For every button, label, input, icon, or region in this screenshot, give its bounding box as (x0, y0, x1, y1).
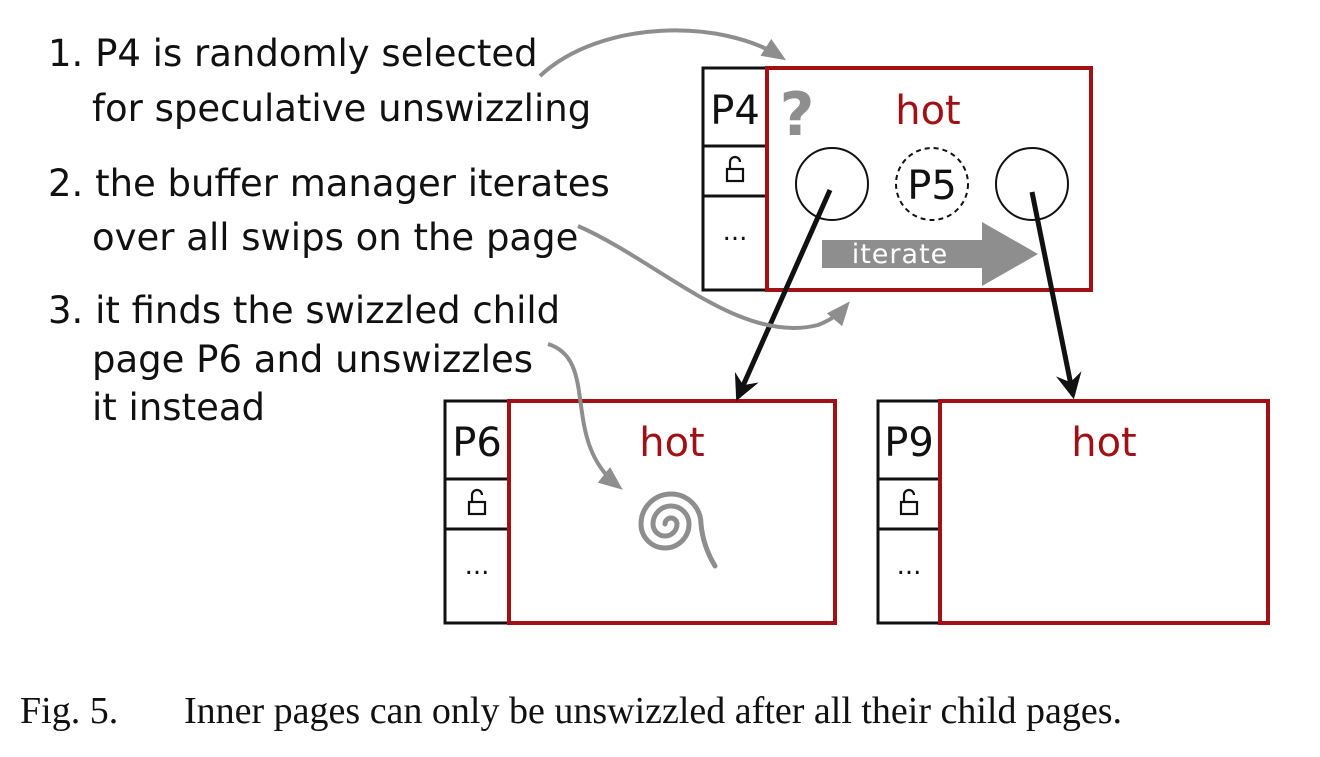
question-mark: ? (780, 80, 815, 150)
annotation-arrow-step-1 (538, 28, 787, 78)
step-2-line-2: over all swips on the page (92, 216, 578, 259)
page-p4-body (765, 66, 1093, 292)
step-3-line-2: page P6 and unswizzles (92, 338, 533, 381)
page-p6-body (507, 399, 837, 625)
page-p9: P9 ... hot (876, 399, 1270, 625)
page-p9-body (938, 399, 1270, 625)
pointer-arrow-to-p9 (1029, 191, 1082, 400)
step-2: 2. the buffer manager iterates over all … (48, 162, 610, 259)
step-2-line-1: 2. the buffer manager iterates (48, 162, 610, 205)
page-p4-id: P4 (710, 88, 760, 134)
step-3-line-1: 3. it finds the swizzled child (48, 289, 560, 332)
page-p4: P4 ... hot ? P5 iterate (701, 66, 1093, 292)
page-p9-more: ... (897, 551, 922, 581)
page-p6-state: hot (639, 420, 705, 466)
figure-caption: Fig. 5. Inner pages can only be unswizzl… (20, 690, 1122, 732)
page-p4-more: ... (723, 217, 748, 247)
caption-label: Fig. 5. (20, 690, 118, 732)
page-p6-more: ... (465, 551, 490, 581)
step-1-line-2: for speculative unswizzling (92, 87, 591, 130)
step-3-line-3: it instead (92, 386, 265, 429)
swip-1 (795, 147, 869, 221)
spiral-icon (638, 491, 718, 569)
iterate-label: iterate (852, 239, 949, 270)
step-1: 1. P4 is randomly selected for speculati… (48, 32, 591, 130)
unlock-icon (467, 488, 487, 516)
swip-2-label: P5 (907, 163, 957, 209)
pointer-arrow-to-p6 (734, 188, 833, 401)
iterate-arrow: iterate (822, 222, 1038, 286)
annotation-arrow-step-2 (577, 224, 850, 331)
swip-3 (995, 147, 1069, 221)
page-p9-id: P9 (884, 420, 934, 466)
caption-text: Inner pages can only be unswizzled after… (184, 690, 1122, 732)
page-p6: P6 ... hot (443, 399, 837, 625)
annotation-arrow-step-3 (547, 342, 623, 490)
unlock-icon (899, 488, 919, 516)
page-p4-state: hot (895, 88, 961, 134)
page-p9-state: hot (1071, 420, 1137, 466)
step-1-line-1: 1. P4 is randomly selected (48, 32, 538, 75)
step-3: 3. it finds the swizzled child page P6 a… (48, 289, 560, 429)
swip-2: P5 (895, 147, 969, 221)
page-p6-id: P6 (452, 420, 502, 466)
unlock-icon (725, 155, 745, 183)
